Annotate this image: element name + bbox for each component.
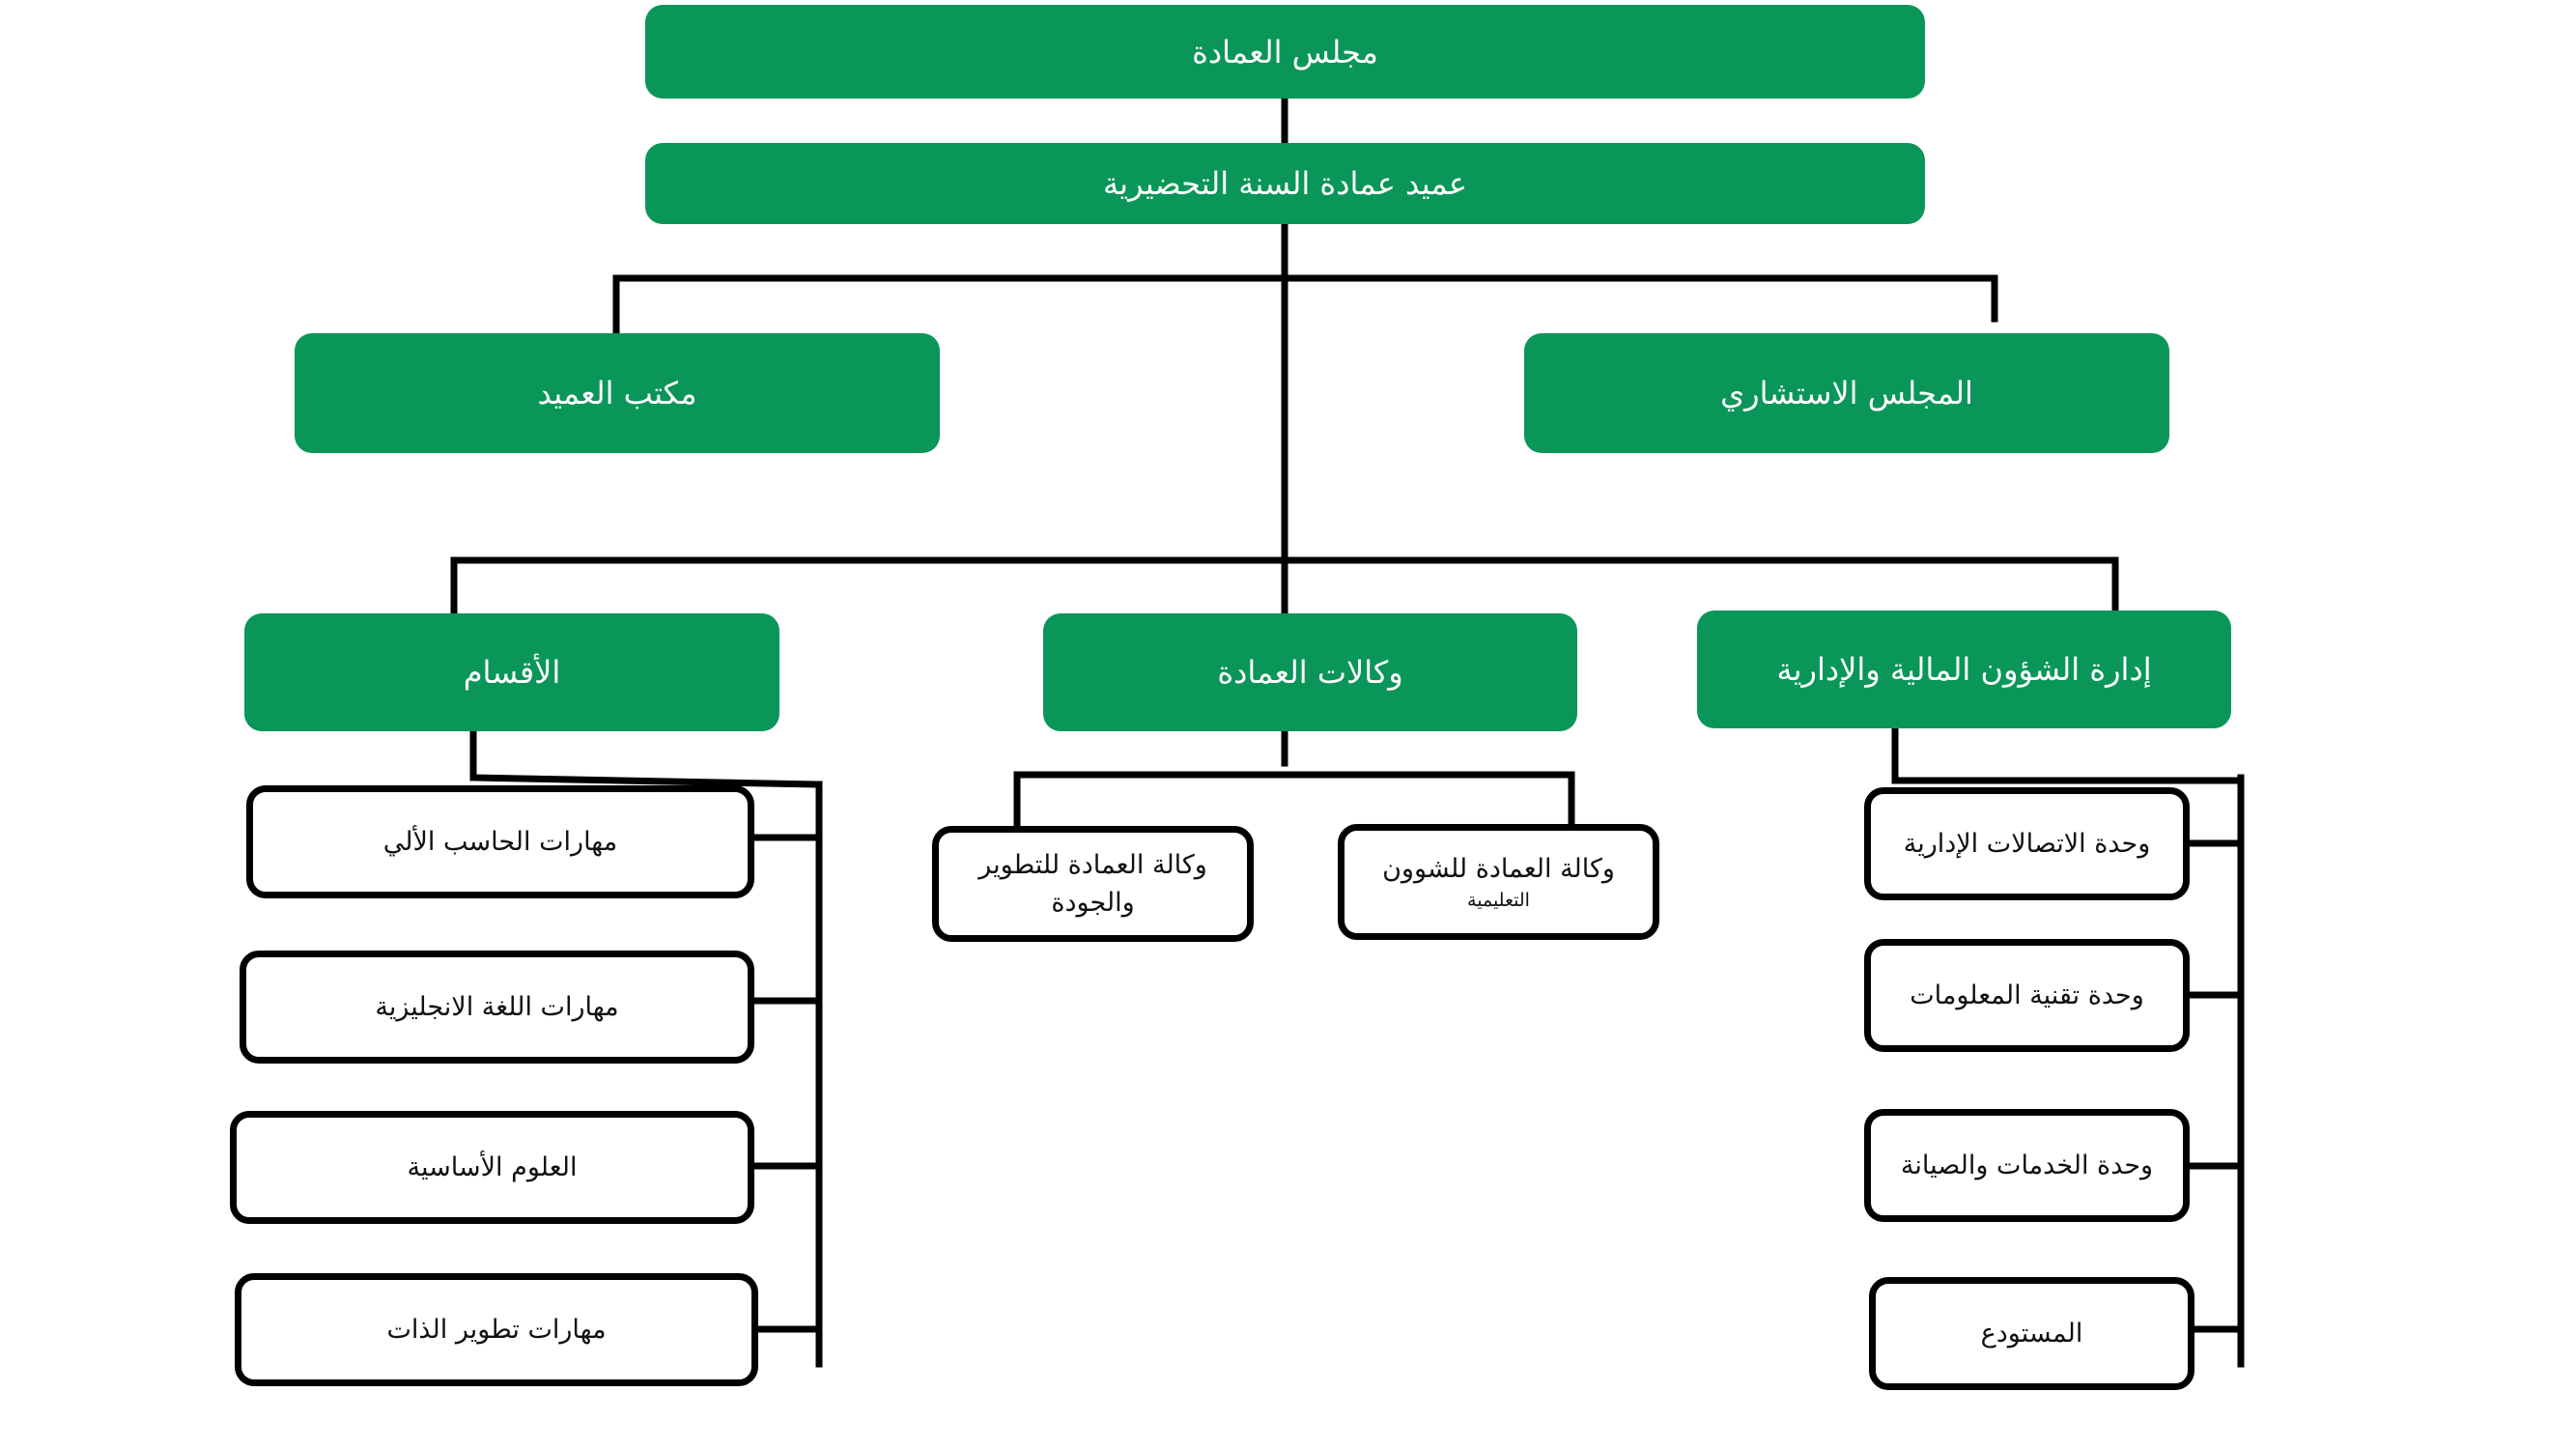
dept-self-development-label: مهارات تطوير الذات: [386, 1315, 607, 1345]
advisory-council-label: المجلس الاستشاري: [1720, 375, 1973, 412]
dean-label: عميد عمادة السنة التحضيرية: [1103, 165, 1467, 202]
dept-basic-sciences-label: العلوم الأساسية: [407, 1152, 578, 1182]
vice-development-quality-box: وكالة العمادة للتطوير والجودة: [932, 826, 1254, 942]
unit-services-maintenance-label: وحدة الخدمات والصيانة: [1900, 1151, 2154, 1180]
unit-admin-communications-box: وحدة الاتصالات الإدارية: [1864, 787, 2190, 900]
advisory-council-box: المجلس الاستشاري: [1524, 333, 2169, 453]
departments-box: الأقسام: [244, 613, 779, 731]
warehouse-box: المستودع: [1869, 1277, 2194, 1390]
vice-educational-affairs-line2: التعليمية: [1467, 889, 1530, 911]
dept-self-development-box: مهارات تطوير الذات: [235, 1273, 758, 1386]
unit-information-technology-box: وحدة تقنية المعلومات: [1864, 939, 2190, 1052]
financial-admin-label: إدارة الشؤون المالية والإدارية: [1776, 651, 2152, 688]
unit-services-maintenance-box: وحدة الخدمات والصيانة: [1864, 1109, 2190, 1222]
unit-information-technology-label: وحدة تقنية المعلومات: [1910, 980, 2144, 1010]
dept-english-skills-label: مهارات اللغة الانجليزية: [375, 992, 619, 1022]
dean-office-box: مكتب العميد: [295, 333, 940, 453]
vice-educational-affairs-box: وكالة العمادة للشوون التعليمية: [1338, 824, 1659, 940]
dean-box: عميد عمادة السنة التحضيرية: [645, 143, 1925, 224]
dept-basic-sciences-box: العلوم الأساسية: [230, 1111, 754, 1224]
dean-office-label: مكتب العميد: [537, 375, 697, 412]
warehouse-label: المستودع: [1980, 1319, 2083, 1349]
dept-english-skills-box: مهارات اللغة الانجليزية: [240, 951, 754, 1064]
unit-admin-communications-label: وحدة الاتصالات الإدارية: [1903, 829, 2151, 859]
vice-deanships-box: وكالات العمادة: [1043, 613, 1577, 731]
vice-development-quality-line1: وكالة العمادة للتطوير: [978, 849, 1207, 880]
departments-top: [469, 774, 823, 788]
departments-label: الأقسام: [463, 654, 561, 691]
dept-computer-skills-box: مهارات الحاسب الألي: [246, 785, 754, 898]
deanship-council-box: مجلس العمادة: [645, 5, 1925, 99]
vice-deanships-label: وكالات العمادة: [1217, 654, 1403, 691]
financial-admin-box: إدارة الشؤون المالية والإدارية: [1697, 611, 2231, 728]
dept-computer-skills-label: مهارات الحاسب الألي: [382, 827, 618, 857]
vice-development-quality-line2: والجودة: [1051, 888, 1135, 918]
vice-educational-affairs-line1: وكالة العمادة للشوون: [1382, 853, 1615, 884]
deanship-council-label: مجلس العمادة: [1192, 33, 1378, 71]
